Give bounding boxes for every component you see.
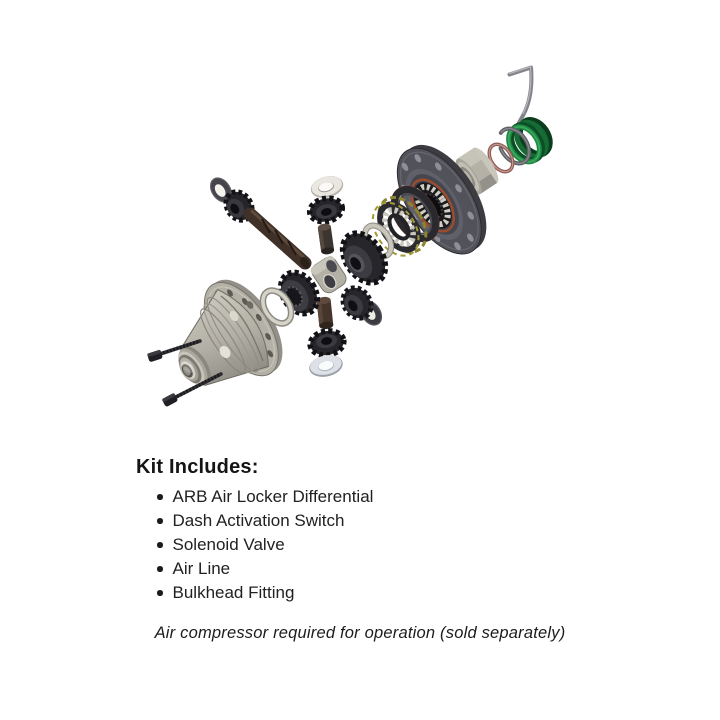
kit-list: ARB Air Locker Differential Dash Activat… bbox=[157, 485, 373, 605]
pinion-gear-right bbox=[340, 285, 374, 321]
kit-item-label: Solenoid Valve bbox=[172, 535, 285, 554]
thrust-washer-top bbox=[310, 176, 344, 198]
bullet-dot bbox=[157, 542, 163, 548]
snap-ring bbox=[496, 126, 532, 166]
pinion-gear-bottom bbox=[307, 328, 347, 358]
differential-case bbox=[178, 279, 283, 386]
exploded-diagram bbox=[147, 65, 553, 407]
bullet-dot bbox=[157, 566, 163, 572]
spider-block bbox=[310, 255, 347, 294]
compressor-note: Air compressor required for operation (s… bbox=[154, 624, 566, 642]
bullet-dot bbox=[157, 590, 163, 596]
side-gear bbox=[339, 230, 389, 286]
cross-pin-bottom bbox=[316, 296, 334, 330]
thrust-washer-bottom bbox=[309, 355, 343, 377]
cross-pin-top bbox=[317, 223, 335, 255]
case-snap-ring bbox=[259, 287, 295, 327]
kit-item: Air Line bbox=[157, 557, 373, 581]
seal-housing bbox=[506, 117, 553, 165]
bullet-dot bbox=[157, 494, 163, 500]
kit-item-label: Dash Activation Switch bbox=[172, 511, 345, 530]
kit-item-label: ARB Air Locker Differential bbox=[172, 487, 374, 506]
case-bearing-journal bbox=[178, 346, 211, 386]
ring-gear-flange bbox=[396, 144, 487, 255]
exploded-diagram-svg bbox=[147, 65, 553, 407]
bullet-dot bbox=[157, 518, 163, 524]
cross-shaft bbox=[243, 207, 312, 270]
kit-item-label: Air Line bbox=[172, 559, 231, 578]
kit-item: Dash Activation Switch bbox=[157, 509, 373, 533]
pinion-gear-top bbox=[306, 195, 346, 225]
kit-item-label: Bulkhead Fitting bbox=[172, 583, 295, 602]
kit-item: Solenoid Valve bbox=[157, 533, 373, 557]
kit-item: ARB Air Locker Differential bbox=[157, 485, 373, 509]
case-bolt-1 bbox=[147, 339, 202, 362]
kit-heading: Kit Includes: bbox=[136, 456, 259, 478]
copper-o-ring bbox=[487, 142, 515, 174]
kit-item: Bulkhead Fitting bbox=[157, 581, 373, 605]
case-bolt-2 bbox=[162, 372, 223, 407]
